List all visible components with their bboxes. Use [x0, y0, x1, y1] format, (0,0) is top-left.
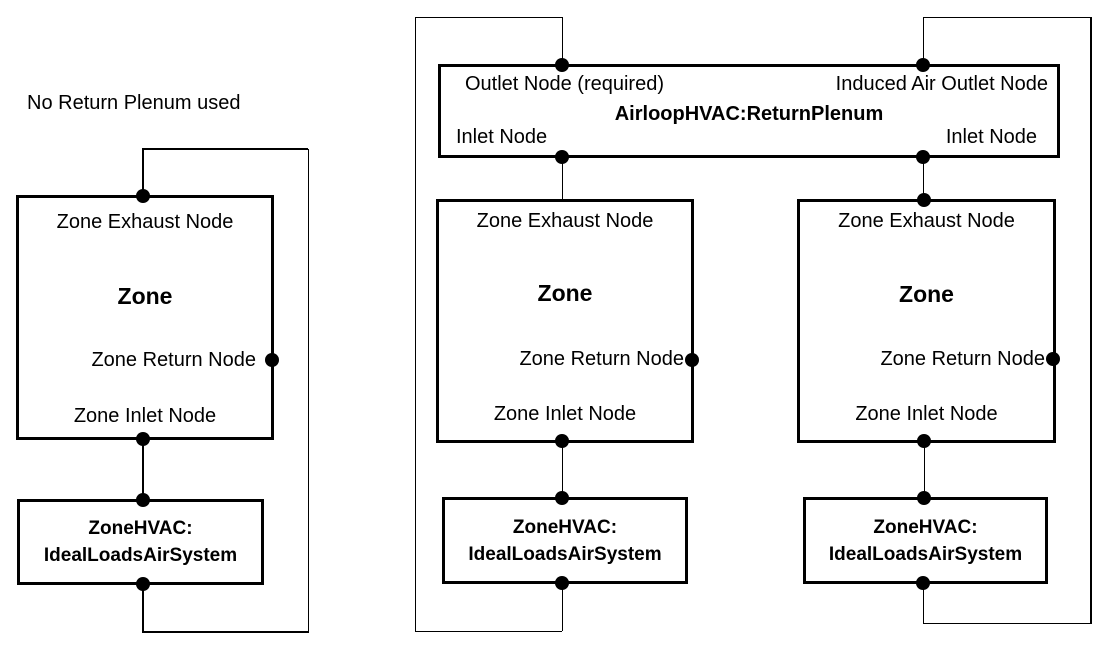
- node-dot: [555, 434, 569, 448]
- node-dot: [916, 58, 930, 72]
- connector-line: [1090, 17, 1092, 624]
- zone-exhaust-node-label: Zone Exhaust Node: [476, 210, 654, 232]
- zone-inlet-node-label: Zone Inlet Node: [493, 403, 637, 425]
- hvac-label: ZoneHVAC: IdealLoadsAirSystem: [442, 497, 688, 584]
- connector-line: [561, 441, 563, 497]
- hvac-label-line1: ZoneHVAC:: [88, 518, 193, 539]
- zone-return-node-label: Zone Return Node: [519, 348, 684, 370]
- node-dot: [916, 576, 930, 590]
- node-dot: [917, 491, 931, 505]
- zone-title: Zone: [899, 281, 954, 307]
- inlet-node-label-left: Inlet Node: [456, 126, 548, 148]
- hvac-label-line1: ZoneHVAC:: [873, 516, 978, 538]
- induced-air-outlet-node-label: Induced Air Outlet Node: [835, 73, 1048, 95]
- hvac-label-line2: IdealLoadsAirSystem: [43, 545, 238, 566]
- node-dot: [555, 491, 569, 505]
- return-plenum-title: AirloopHVAC:ReturnPlenum: [614, 103, 884, 125]
- node-dot: [265, 353, 279, 367]
- node-dot: [555, 150, 569, 164]
- outlet-node-label: Outlet Node (required): [465, 73, 664, 95]
- connector-line: [415, 16, 562, 18]
- node-dot: [136, 577, 150, 591]
- connector-line: [561, 17, 563, 64]
- zone-title: Zone: [117, 283, 173, 309]
- return-plenum-box: [438, 64, 1060, 158]
- node-dot: [136, 432, 150, 446]
- zone-return-node-label: Zone Return Node: [880, 348, 1045, 370]
- zone-title: Zone: [537, 280, 593, 306]
- connector-line: [923, 441, 925, 497]
- connector-line: [415, 630, 562, 632]
- connector-line: [922, 583, 924, 624]
- caption-no-return-plenum: No Return Plenum used: [27, 92, 241, 114]
- hvac-label: ZoneHVAC: IdealLoadsAirSystem: [17, 499, 264, 585]
- zone-inlet-node-label: Zone Inlet Node: [73, 405, 217, 427]
- node-dot: [917, 434, 931, 448]
- connector-line: [142, 149, 144, 195]
- connector-line: [561, 157, 563, 199]
- zone-exhaust-node-label: Zone Exhaust Node: [56, 211, 234, 233]
- connector-line: [142, 631, 309, 633]
- connector-line: [142, 439, 144, 499]
- connector-line: [142, 584, 144, 632]
- inlet-node-label-right: Inlet Node: [945, 126, 1037, 148]
- node-dot: [555, 576, 569, 590]
- hvac-label-line1: ZoneHVAC:: [512, 516, 618, 538]
- node-dot: [916, 150, 930, 164]
- connector-line: [922, 17, 924, 64]
- node-dot: [685, 353, 699, 367]
- connector-line: [561, 583, 563, 631]
- zone-inlet-node-label: Zone Inlet Node: [855, 403, 998, 425]
- hvac-label-line2: IdealLoadsAirSystem: [828, 543, 1023, 565]
- zone-exhaust-node-label: Zone Exhaust Node: [838, 210, 1015, 232]
- hvac-label: ZoneHVAC: IdealLoadsAirSystem: [803, 497, 1048, 584]
- node-dot: [136, 189, 150, 203]
- node-dot: [555, 58, 569, 72]
- connector-line: [142, 148, 309, 150]
- node-dot: [136, 493, 150, 507]
- node-dot: [917, 193, 931, 207]
- node-dot: [1046, 352, 1060, 366]
- connector-line: [922, 157, 924, 199]
- connector-line: [414, 17, 416, 631]
- connector-line: [923, 622, 1091, 624]
- zone-return-node-label: Zone Return Node: [91, 349, 256, 371]
- hvac-label-line2: IdealLoadsAirSystem: [468, 543, 662, 565]
- connector-line: [307, 149, 309, 633]
- connector-line: [923, 16, 1091, 18]
